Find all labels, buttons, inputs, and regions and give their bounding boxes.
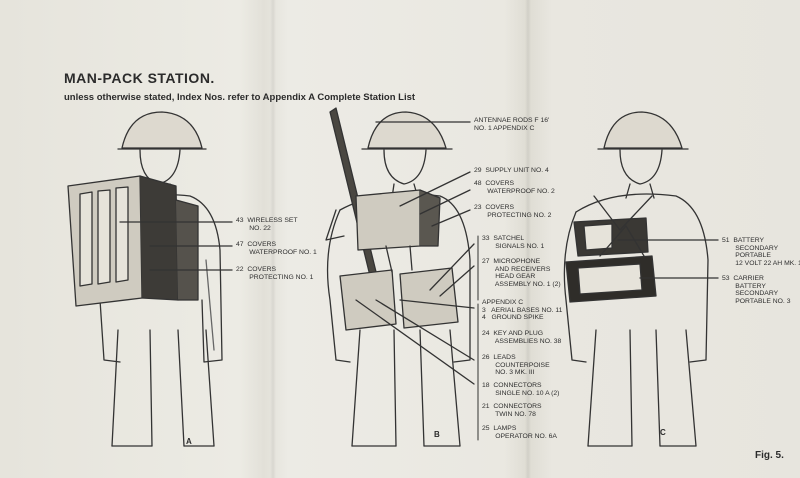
callout-antennae-rods: ANTENNAE RODS F 16' No. 1 APPENDIX C bbox=[474, 117, 550, 132]
figure-b-soldier bbox=[326, 111, 471, 447]
callout-carrier-battery: 53 CARRIER BATTERY SECONDARY PORTABLE No… bbox=[722, 275, 791, 305]
callout-connectors-single: 18 CONNECTORS SINGLE No. 10 A (2) bbox=[482, 382, 560, 397]
callout-covers-waterproof-1: 47 COVERS WATERPROOF No. 1 bbox=[236, 241, 317, 256]
figure-b-supply-unit bbox=[355, 189, 441, 251]
page-title: MAN-PACK STATION. bbox=[64, 70, 215, 86]
callout-supply-unit: 29 SUPPLY UNIT No. 4 bbox=[474, 167, 549, 174]
callout-appendix-c-aerial: APPENDIX C 3 AERIAL BASES No. 11 4 GROUN… bbox=[482, 299, 563, 322]
figure-label-a: A bbox=[186, 437, 192, 446]
page-fold-left bbox=[270, 0, 276, 478]
callout-wireless-set: 43 WIRELESS SET No. 22 bbox=[236, 217, 298, 232]
page-subtitle: unless otherwise stated, Index Nos. refe… bbox=[64, 92, 416, 103]
callout-leads-counterpoise: 26 LEADS COUNTERPOISE No. 3 MK. III bbox=[482, 354, 550, 377]
page-fold-right bbox=[525, 0, 531, 478]
callout-satchel-signals: 33 SATCHEL SIGNALS No. 1 bbox=[482, 235, 545, 250]
figure-c-soldier bbox=[563, 111, 709, 447]
callout-covers-protecting-1: 22 COVERS PROTECTING No. 1 bbox=[236, 266, 314, 281]
figure-caption: Fig. 5. bbox=[755, 450, 784, 461]
figure-b-satchels bbox=[339, 245, 459, 331]
callout-connectors-twin: 21 CONNECTORS TWIN No. 78 bbox=[482, 403, 542, 418]
callout-microphone-headgear: 27 MICROPHONE AND RECEIVERS HEAD GEAR AS… bbox=[482, 258, 561, 288]
figure-label-b: B bbox=[434, 430, 440, 439]
callout-key-plug: 24 KEY AND PLUG ASSEMBLIES No. 38 bbox=[482, 330, 562, 345]
callout-covers-protecting-2: 23 COVERS PROTECTING No. 2 bbox=[474, 204, 552, 219]
figure-label-c: C bbox=[660, 428, 666, 437]
figure-c-battery bbox=[565, 195, 657, 303]
figure-a-wireless-set bbox=[67, 175, 233, 307]
callout-lamps-operator: 25 LAMPS OPERATOR No. 6A bbox=[482, 425, 557, 440]
callout-battery-secondary: 51 BATTERY SECONDARY PORTABLE 12 VOLT 22… bbox=[722, 237, 800, 267]
callout-covers-waterproof-2: 48 COVERS WATERPROOF No. 2 bbox=[474, 180, 555, 195]
